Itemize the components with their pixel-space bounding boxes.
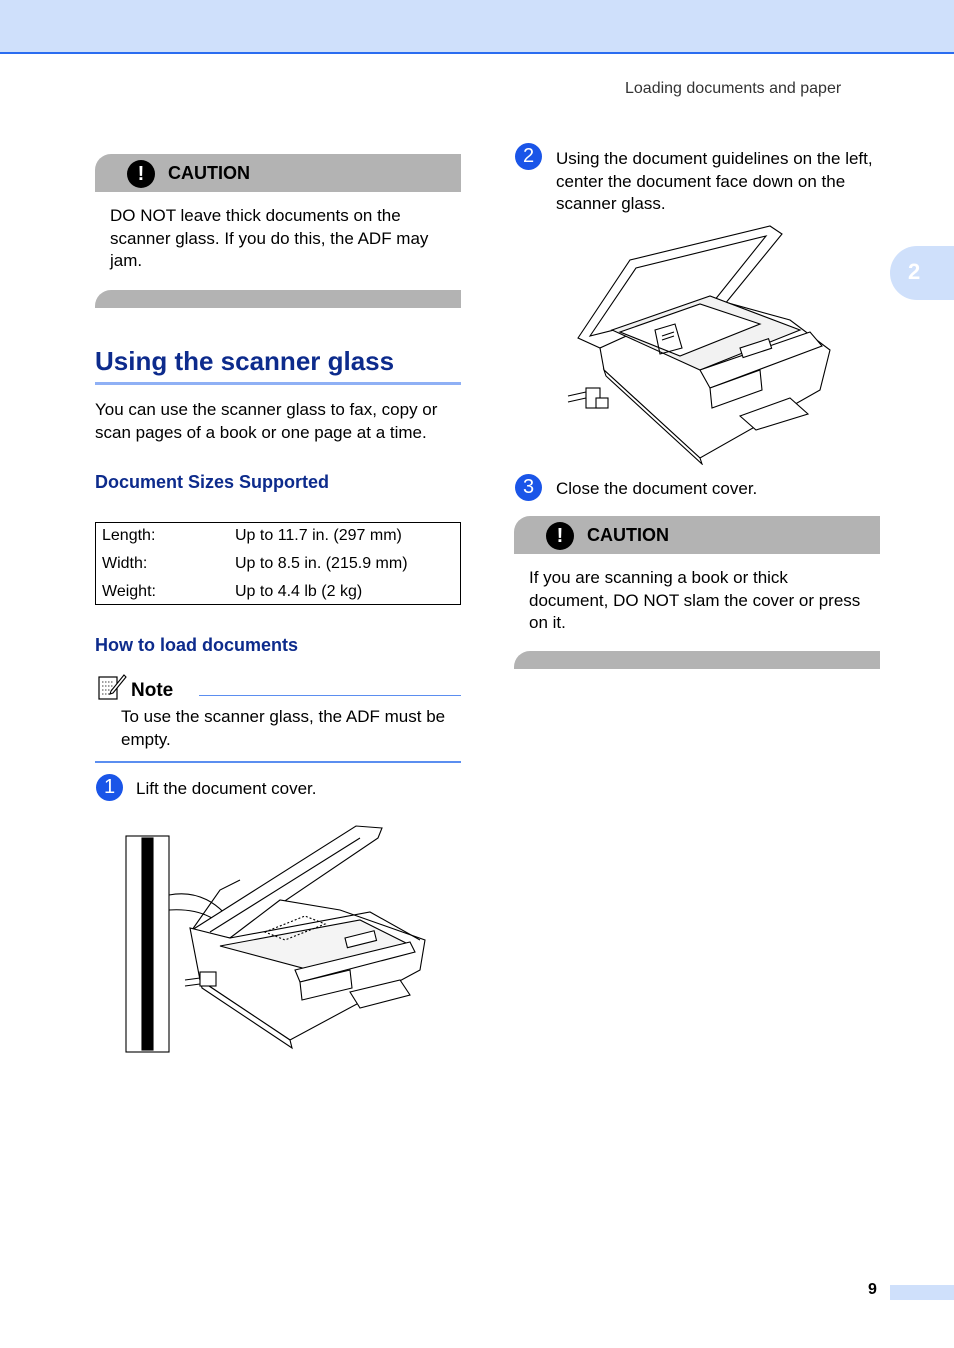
step-3-text: Close the document cover. [556,479,758,498]
sizes-table: Length: Up to 11.7 in. (297 mm) Width: Up … [95,522,461,605]
note-rule-bottom [95,761,461,763]
step-2-text: Using the document guidelines on the lef… [556,149,873,213]
note-label: Note [131,680,174,701]
exclamation-icon: ! [546,522,574,550]
sizes-heading: Document Sizes Supported [95,472,330,492]
exclamation-icon: ! [127,160,155,188]
step-number-badge: 2 [515,143,542,170]
note-text: To use the scanner glass, the ADF must b… [121,707,446,749]
page-number: 9 [868,1281,877,1298]
running-header: Loading documents and paper [625,80,842,97]
step-1-text: Lift the document cover. [136,779,317,798]
note-icon [98,674,127,700]
printer-document-on-glass-illustration [567,225,831,465]
caution-header: ! CAUTION [95,154,461,192]
row-value: Up to 8.5 in. (215.9 mm) [235,555,408,572]
row-key: Length: [102,527,156,544]
row-key: Width: [102,555,148,572]
row-value: Up to 11.7 in. (297 mm) [235,527,402,544]
chapter-tab[interactable]: 2 [890,246,954,300]
caution-label: CAUTION [587,525,669,545]
header-band [0,0,954,54]
load-heading: How to load documents [95,635,299,655]
caution-label: CAUTION [168,163,250,183]
section-title: Using the scanner glass [95,346,395,376]
printer-open-cover-illustration [125,825,426,1053]
row-value: Up to 4.4 lb (2 kg) [235,583,363,600]
step-number-badge: 3 [515,474,542,501]
caution-header: ! CAUTION [514,516,880,554]
caution-text: DO NOT leave thick documents on the scan… [110,206,429,270]
title-underline [95,382,461,385]
row-key: Weight: [102,583,156,600]
section-intro: You can use the scanner glass to fax, co… [95,400,438,442]
note-rule [199,695,461,696]
page-tab [890,1285,954,1300]
caution-footer-bar [514,651,880,669]
caution-footer-bar [95,290,461,308]
chapter-number: 2 [908,259,921,284]
step-number-badge: 1 [96,774,123,801]
caution-text: If you are scanning a book or thick docu… [529,568,861,632]
